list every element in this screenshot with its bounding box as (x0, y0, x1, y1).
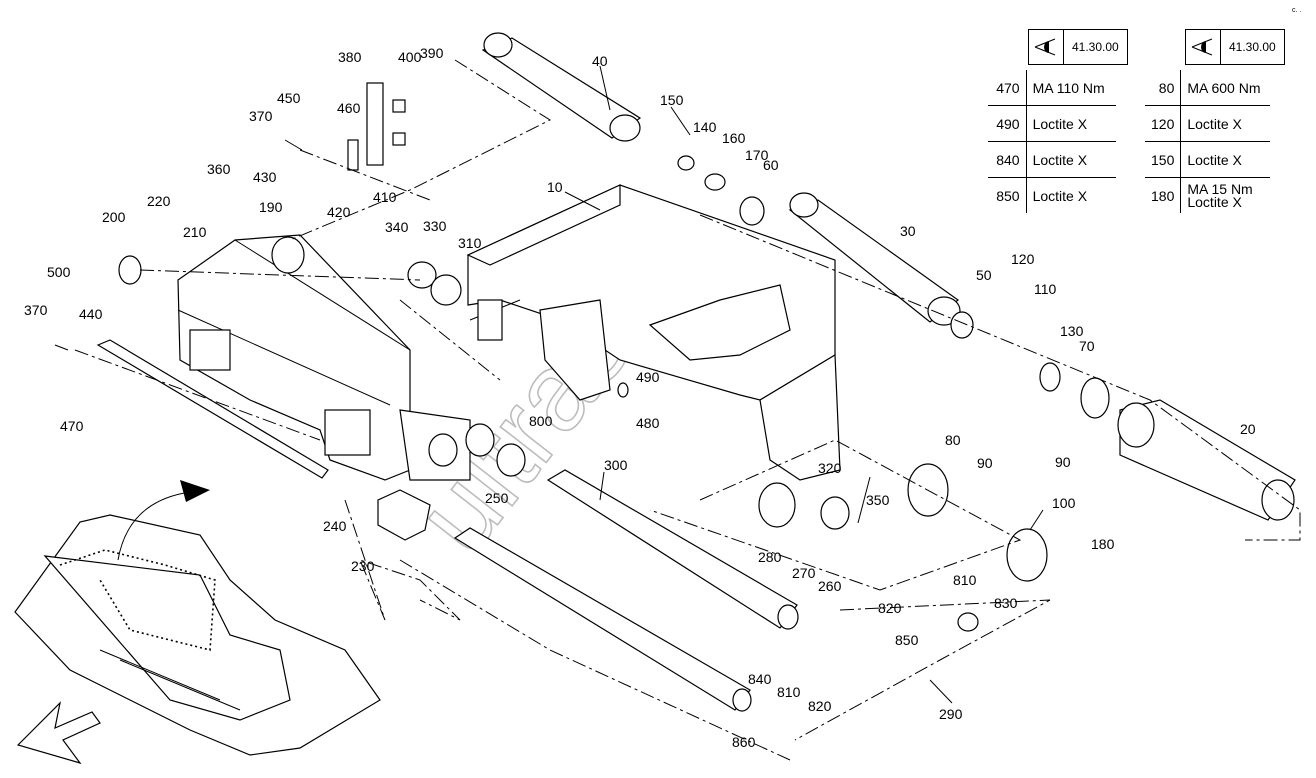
part-label: 100 (1052, 495, 1076, 511)
part-label: 190 (259, 199, 283, 215)
tube-30 (788, 192, 961, 326)
assembly-outlines (74, 59, 1301, 761)
part-label: 70 (1079, 338, 1095, 354)
part-label: 150 (660, 92, 684, 108)
part-label: 130 (1060, 323, 1084, 339)
shaft-840 (453, 527, 752, 712)
part-label: 490 (636, 369, 660, 385)
part-label: 90 (1055, 454, 1071, 470)
side-frame-190 (177, 234, 471, 481)
reference-box-2: 41.30.00 (1185, 29, 1285, 65)
part-label: 450 (277, 90, 301, 106)
part-label: 290 (939, 706, 963, 722)
part-label: 400 (398, 49, 422, 65)
part-label: 460 (337, 100, 361, 116)
part-label: 80 (945, 432, 961, 448)
part-label: 200 (102, 209, 126, 225)
part-label: 350 (866, 492, 890, 508)
part-label: 440 (79, 306, 103, 322)
part-label: 170 (745, 147, 769, 163)
reference-code: 41.30.00 (1072, 40, 1119, 54)
part-label: 230 (351, 558, 375, 574)
reference-code: 41.30.00 (1229, 40, 1276, 54)
machine-inset (14, 514, 381, 756)
part-label: 810 (953, 572, 977, 588)
part-label: 280 (758, 549, 782, 565)
part-label: 340 (385, 219, 409, 235)
part-label: 810 (777, 684, 801, 700)
corner-mark: c. . (1292, 7, 1301, 14)
small-parts (54, 82, 1110, 632)
eye-view-icon (1029, 30, 1064, 64)
part-label: 30 (900, 223, 916, 239)
part-label: 90 (977, 455, 993, 471)
part-label: 20 (1240, 421, 1256, 437)
part-label: 250 (485, 490, 509, 506)
part-label: 330 (423, 218, 447, 234)
part-label: 210 (183, 224, 207, 240)
part-label: 60 (763, 157, 779, 173)
part-label: 110 (1034, 281, 1057, 297)
part-label: 360 (207, 161, 231, 177)
flat-bar-440 (96, 339, 329, 479)
tube-20 (1117, 399, 1296, 521)
leader-lines (564, 65, 1044, 704)
part-label: 420 (327, 204, 351, 220)
part-label: 220 (147, 193, 171, 209)
part-label: 830 (994, 595, 1018, 611)
direction-arrow-icon (16, 701, 101, 765)
part-label: 430 (253, 169, 277, 185)
part-label: 840 (748, 671, 772, 687)
part-label: 410 (373, 189, 397, 205)
part-label: 860 (732, 734, 756, 750)
part-label: 50 (976, 267, 992, 283)
part-label: 820 (878, 600, 902, 616)
part-label: 470 (60, 418, 84, 434)
part-label: 820 (808, 698, 832, 714)
reference-box-1: 41.30.00 (1028, 29, 1128, 65)
part-label: 120 (1011, 251, 1035, 267)
part-label: 180 (1091, 536, 1115, 552)
part-label: 500 (47, 264, 71, 280)
part-label: 800 (529, 413, 553, 429)
part-label: 40 (592, 53, 608, 69)
part-label: 370 (249, 108, 273, 124)
part-label: 850 (895, 632, 919, 648)
part-label: 270 (792, 565, 816, 581)
part-label: 390 (420, 45, 444, 61)
main-frame-10 (466, 184, 841, 481)
part-label: 140 (693, 119, 717, 135)
shaft-300 (546, 469, 799, 630)
part-label: 10 (547, 179, 563, 195)
part-label: 260 (818, 578, 842, 594)
part-label: 240 (323, 518, 347, 534)
part-label: 380 (338, 49, 362, 65)
eye-view-icon (1186, 30, 1221, 64)
part-label: 480 (636, 415, 660, 431)
part-label: 300 (604, 457, 628, 473)
pointer-arrowhead-icon (180, 480, 210, 502)
tube-40 (481, 32, 642, 142)
part-label: 370 (24, 302, 48, 318)
part-label: 160 (722, 130, 746, 146)
pointer-arrow-icon (117, 491, 191, 561)
part-label: 320 (818, 460, 842, 476)
part-label: 310 (458, 235, 482, 251)
